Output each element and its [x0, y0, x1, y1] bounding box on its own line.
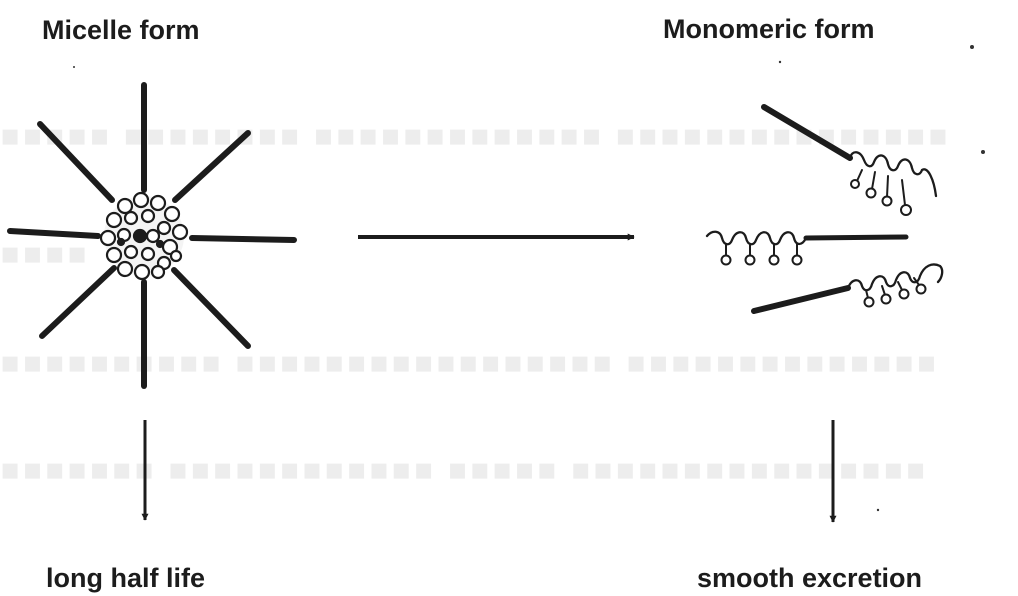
smooth-excretion-label: smooth excretion: [697, 565, 922, 592]
micelle-structure: [10, 85, 294, 386]
scan-specks: [73, 45, 985, 511]
monomer-bottom: [754, 264, 942, 311]
monomer-middle: [707, 232, 906, 265]
monomeric-form-label: Monomeric form: [663, 16, 875, 43]
monomer-top: [764, 107, 936, 215]
micelle-form-label: Micelle form: [42, 17, 200, 44]
long-half-life-label: long half life: [46, 565, 205, 592]
